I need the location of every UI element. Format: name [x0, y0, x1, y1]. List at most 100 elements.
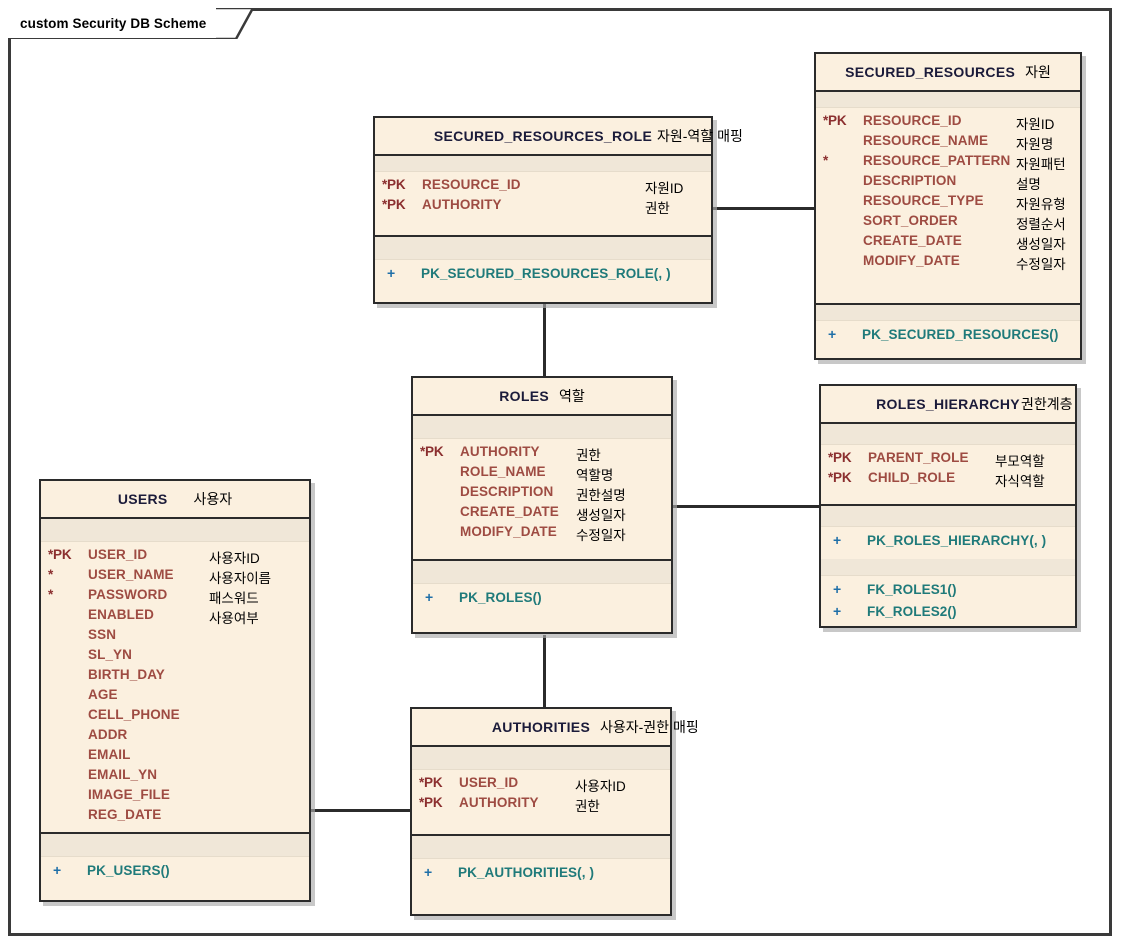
attribute-korean: 자원ID: [645, 181, 684, 196]
attribute-korean: 설명: [1016, 177, 1041, 192]
attribute-name: AUTHORITY: [459, 795, 539, 810]
compartment-strip: [375, 156, 711, 172]
attribute-name: RESOURCE_TYPE: [863, 193, 984, 208]
attribute-name: AGE: [88, 687, 118, 702]
attribute-key: *PK: [823, 113, 847, 128]
key-label: FK_ROLES1(): [867, 582, 957, 597]
attribute-name: CELL_PHONE: [88, 707, 180, 722]
attribute-row: CREATE_DATE 생성일자: [816, 233, 1080, 253]
diagram-title: custom Security DB Scheme: [20, 15, 207, 31]
key-visibility: +: [387, 265, 396, 281]
attribute-name: MODIFY_DATE: [863, 253, 960, 268]
key-label: PK_SECURED_RESOURCES_ROLE(, ): [421, 266, 671, 281]
compartment-strip: [413, 416, 671, 439]
key-label: PK_SECURED_RESOURCES(): [862, 327, 1059, 342]
entity-name-korean: 자원: [1025, 64, 1051, 80]
compartment-strip: [41, 519, 309, 542]
entity-roles[interactable]: ROLES 역할 *PK AUTHORITY 권한 ROLE_NAME 역할명 …: [411, 376, 673, 634]
attribute-key: *PK: [382, 177, 406, 192]
attribute-name: RESOURCE_NAME: [863, 133, 989, 148]
entity-keys: + PK_ROLES(): [413, 561, 671, 632]
attribute-key: *PK: [420, 444, 444, 459]
attribute-row: EMAIL: [41, 747, 309, 767]
attribute-key: *PK: [828, 450, 852, 465]
attribute-korean: 자원명: [1016, 137, 1054, 152]
attribute-key: *PK: [48, 547, 72, 562]
attribute-row: * USER_NAME 사용자이름: [41, 567, 309, 587]
entity-secured-resources[interactable]: SECURED_RESOURCES 자원 *PK RESOURCE_ID 자원I…: [814, 52, 1082, 360]
attribute-name: ENABLED: [88, 607, 154, 622]
attribute-row: CREATE_DATE 생성일자: [413, 504, 671, 524]
compartment-strip: [413, 561, 671, 584]
attribute-korean: 자원패턴: [1016, 157, 1066, 172]
compartment-strip: [41, 834, 309, 857]
attribute-name: PASSWORD: [88, 587, 168, 602]
connector-roles-to-roles-hierarchy: [673, 505, 819, 508]
key-row: + PK_SECURED_RESOURCES(): [816, 326, 1080, 348]
attribute-name: BIRTH_DAY: [88, 667, 165, 682]
attribute-korean: 자식역할: [995, 474, 1045, 489]
entity-keys: + PK_USERS(): [41, 834, 309, 900]
attribute-row: *PK AUTHORITY 권한: [412, 795, 670, 815]
attribute-name: REG_DATE: [88, 807, 162, 822]
entity-authorities[interactable]: AUTHORITIES 사용자-권한 매핑 *PK USER_ID 사용자ID …: [410, 707, 699, 916]
attribute-name: SORT_ORDER: [863, 213, 958, 228]
entity-name: ROLES_HIERARCHY: [876, 396, 1020, 412]
attribute-name: MODIFY_DATE: [460, 524, 557, 539]
key-row: + PK_ROLES(): [413, 589, 671, 611]
attribute-name: RESOURCE_ID: [863, 113, 962, 128]
attribute-korean: 권한: [645, 201, 670, 216]
attribute-row: MODIFY_DATE 수정일자: [413, 524, 671, 544]
attribute-korean: 사용자ID: [575, 779, 626, 794]
key-label: PK_AUTHORITIES(, ): [458, 865, 595, 880]
key-row: + FK_ROLES1(): [821, 581, 1075, 603]
attribute-row: *PK RESOURCE_ID 자원ID: [375, 177, 711, 197]
compartment-strip: [816, 305, 1080, 321]
attribute-name: CHILD_ROLE: [868, 470, 956, 485]
attribute-row: * RESOURCE_PATTERN 자원패턴: [816, 153, 1080, 173]
attribute-row: *PK USER_ID 사용자ID: [41, 547, 309, 567]
entity-secured-resources-role[interactable]: SECURED_RESOURCES_ROLE 자원-역할 매핑 *PK RESO…: [373, 116, 743, 304]
entity-keys: + PK_ROLES_HIERARCHY(, ) + FK_ROLES1() +…: [821, 506, 1075, 626]
attribute-key: *: [823, 153, 829, 168]
key-visibility: +: [53, 862, 62, 878]
attribute-name: AUTHORITY: [460, 444, 540, 459]
attribute-name: ADDR: [88, 727, 128, 742]
attribute-name: EMAIL: [88, 747, 131, 762]
attribute-name: EMAIL_YN: [88, 767, 158, 782]
attribute-name: USER_ID: [459, 775, 519, 790]
attribute-row: RESOURCE_NAME 자원명: [816, 133, 1080, 153]
entity-header: USERS 사용자: [41, 481, 309, 519]
attribute-korean: 사용여부: [209, 611, 259, 626]
attribute-korean: 권한: [576, 448, 601, 463]
entity-attributes: *PK RESOURCE_ID 자원ID RESOURCE_NAME 자원명 *…: [816, 92, 1080, 305]
entity-name: SECURED_RESOURCES_ROLE: [433, 128, 653, 144]
entity-users[interactable]: USERS 사용자 *PK USER_ID 사용자ID * USER_NAME …: [39, 479, 311, 902]
connector-sr-role-to-roles: [543, 304, 546, 378]
compartment-strip: [821, 424, 1075, 445]
attribute-korean: 자원ID: [1016, 117, 1055, 132]
key-row: + PK_SECURED_RESOURCES_ROLE(, ): [375, 265, 711, 287]
attribute-name: PARENT_ROLE: [868, 450, 969, 465]
entity-keys: + PK_SECURED_RESOURCES(): [816, 305, 1080, 358]
entity-name: ROLES: [499, 388, 549, 404]
entity-header: AUTHORITIES 사용자-권한 매핑: [412, 709, 699, 747]
entity-keys: + PK_AUTHORITIES(, ): [412, 836, 670, 914]
attribute-row: ROLE_NAME 역할명: [413, 464, 671, 484]
attribute-korean: 권한: [575, 799, 600, 814]
attribute-key: *PK: [419, 795, 443, 810]
attribute-row: SORT_ORDER 정렬순서: [816, 213, 1080, 233]
entity-name-korean: 역할: [558, 388, 585, 404]
attribute-row: DESCRIPTION 권한설명: [413, 484, 671, 504]
entity-header: SECURED_RESOURCES_ROLE 자원-역할 매핑: [375, 118, 743, 156]
entity-roles-hierarchy[interactable]: ROLES_HIERARCHY 권한계층 *PK PARENT_ROLE 부모역…: [819, 384, 1077, 628]
compartment-strip: [412, 747, 670, 770]
entity-name-korean: 사용자-권한 매핑: [600, 719, 699, 735]
attribute-row: *PK AUTHORITY 권한: [375, 197, 711, 217]
key-label: PK_USERS(): [87, 863, 170, 878]
attribute-row: *PK PARENT_ROLE 부모역할: [821, 450, 1075, 470]
entity-name: USERS: [117, 491, 168, 507]
attribute-row: *PK USER_ID 사용자ID: [412, 775, 670, 795]
entity-keys: + PK_SECURED_RESOURCES_ROLE(, ): [375, 237, 711, 302]
attribute-korean: 수정일자: [1016, 257, 1066, 272]
